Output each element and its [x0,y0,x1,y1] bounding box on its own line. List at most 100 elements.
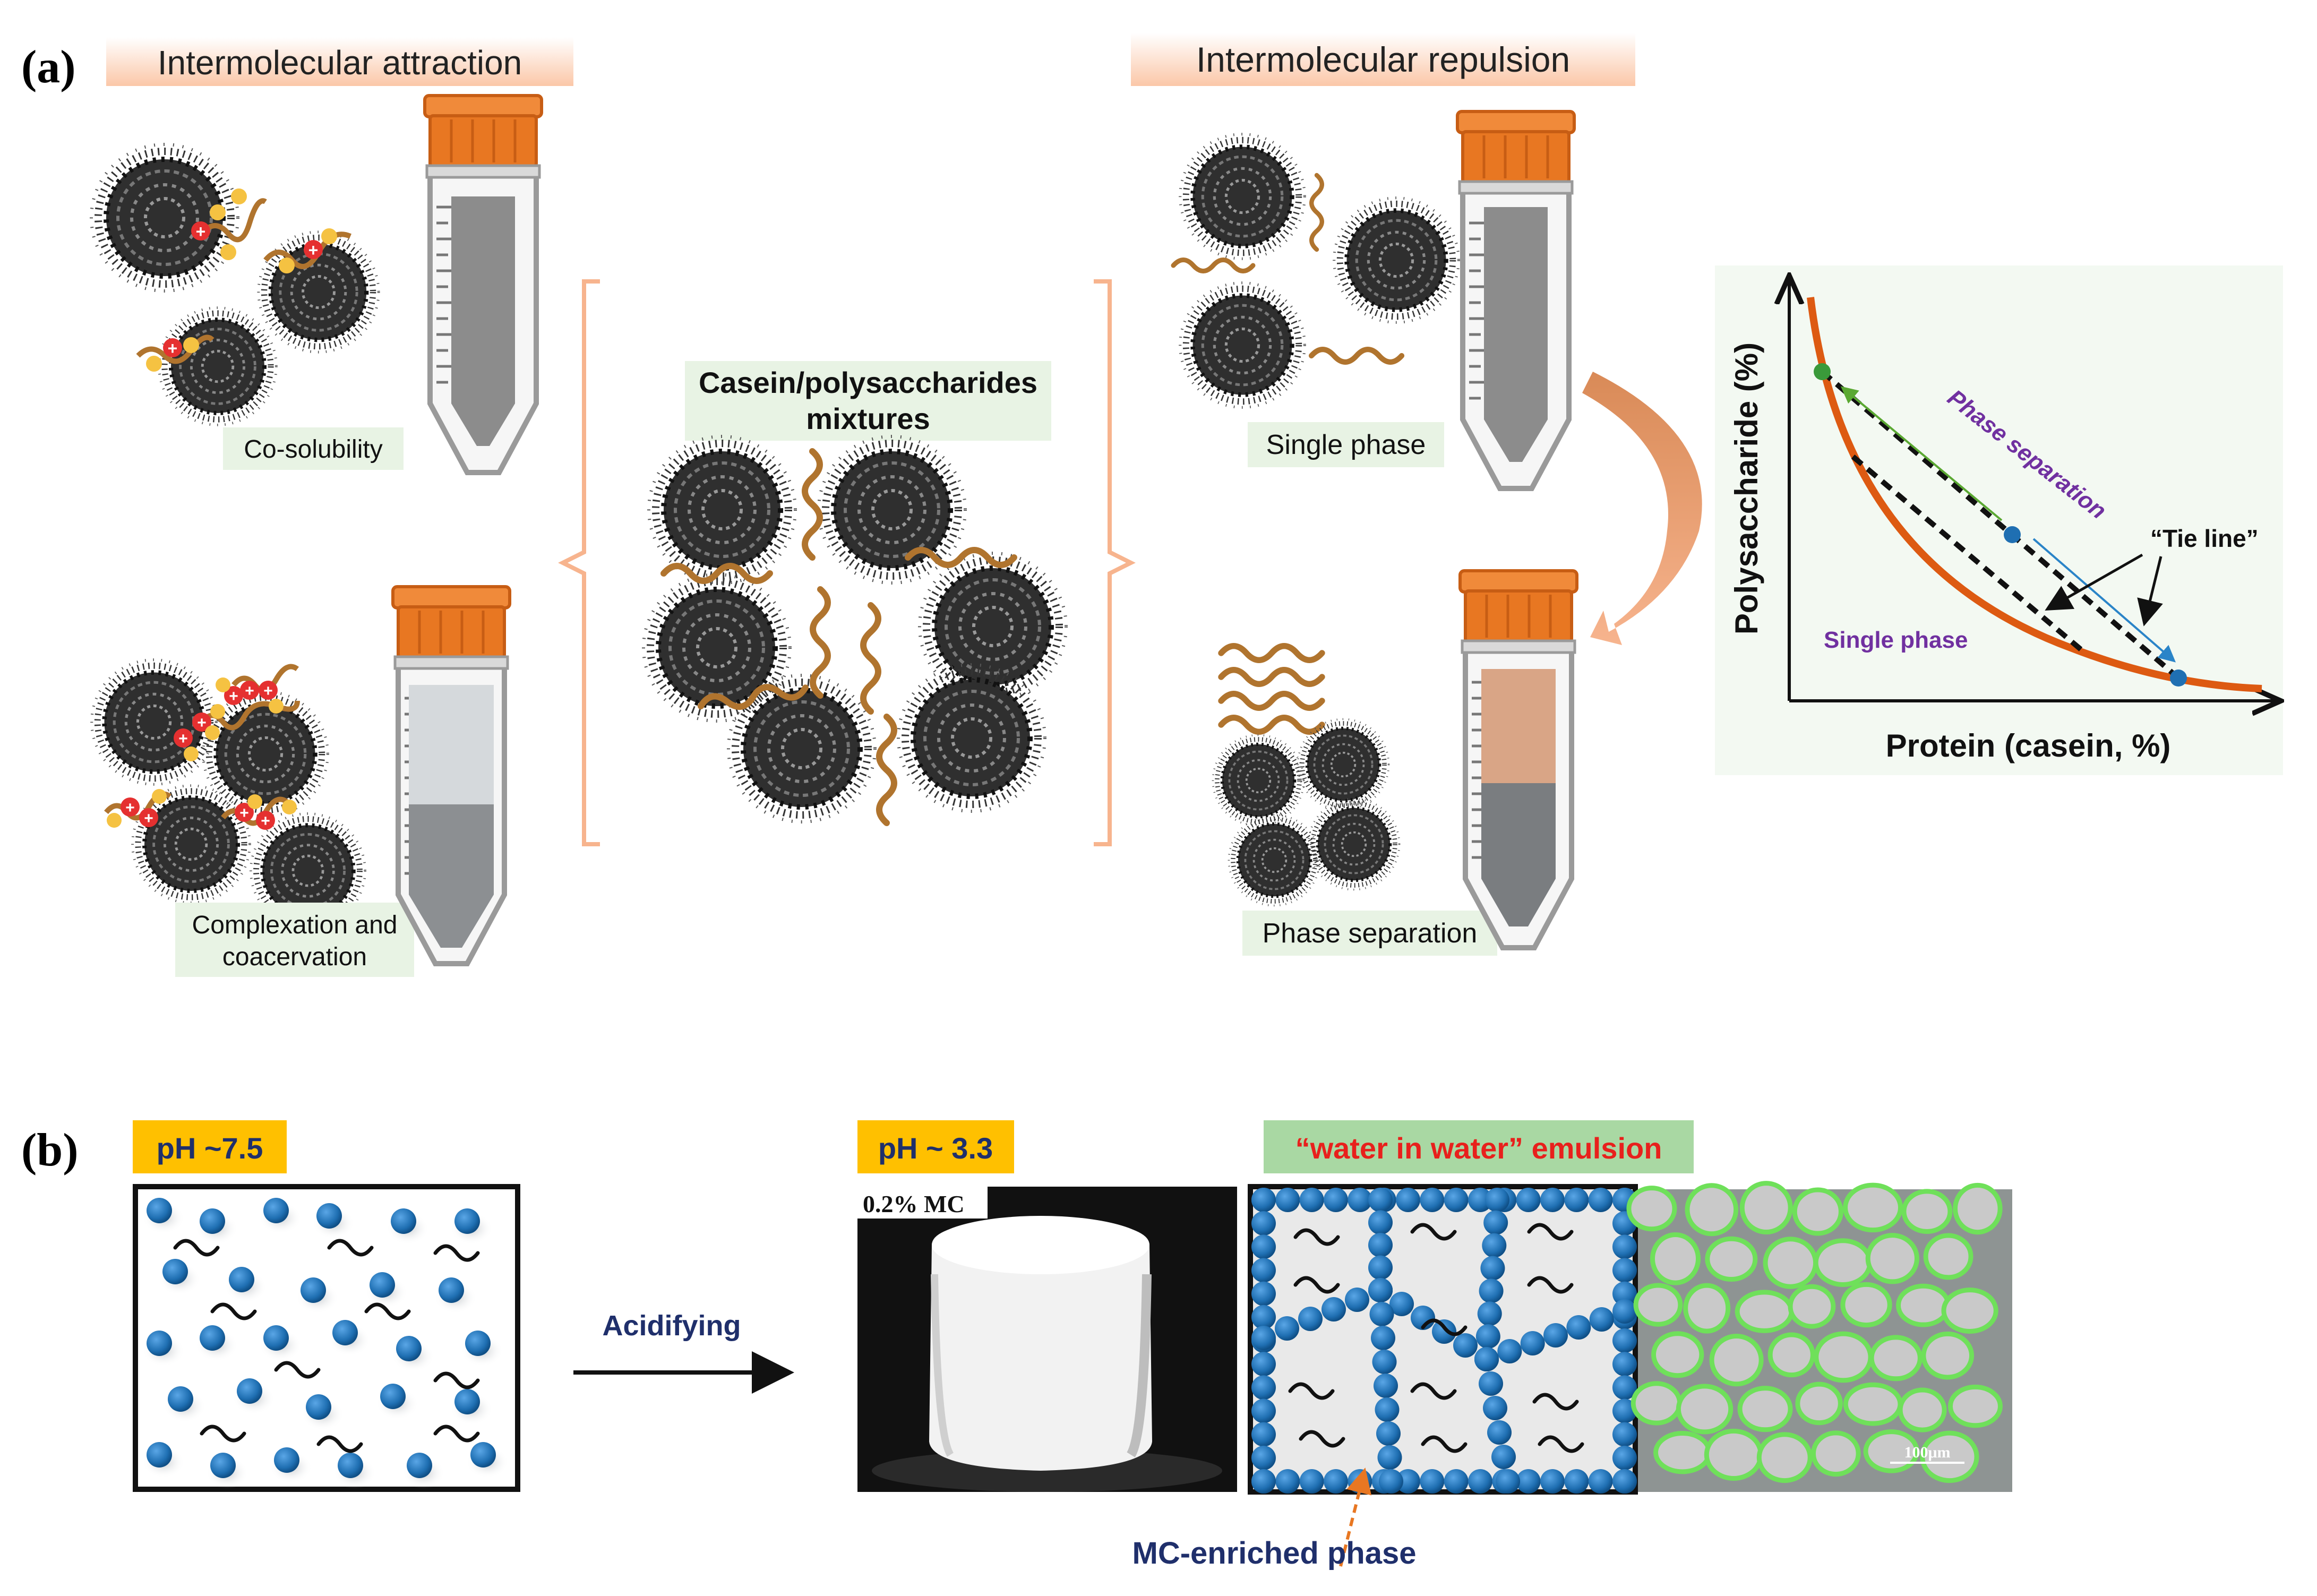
tie-line-pointer-1 [2045,553,2143,611]
phase-separation-illustration [1213,646,1399,906]
droplet [1843,1382,1903,1426]
blue-bead [1566,1315,1591,1340]
blue-bead [1612,1299,1637,1324]
phase-diagram-y-label: Polysaccharide (%) [1729,342,1764,634]
blue-bead [1396,1188,1420,1212]
blue-bead [439,1277,464,1303]
complexation-label-line2: coacervation [222,943,367,971]
blue-bead [1299,1469,1324,1494]
blue-bead [1543,1323,1568,1348]
droplet [1735,1290,1794,1333]
repulsion-header: Intermolecular repulsion [1196,40,1570,79]
blue-bead [1588,1188,1613,1212]
mixtures-label-bg [685,361,1051,441]
blue-bead [1345,1288,1369,1312]
blue-bead [1612,1398,1637,1423]
blue-bead [1251,1352,1276,1377]
acidifying-label: Acidifying [602,1310,741,1342]
droplet [1709,1334,1764,1387]
blue-bead [1371,1326,1395,1350]
blue-bead [1251,1211,1276,1236]
blue-bead [274,1447,299,1473]
droplet [1737,1386,1793,1432]
blue-bead [1324,1188,1348,1212]
ph-high-badge [133,1120,287,1173]
single-phase-illustration [1173,134,1458,408]
gel-photo-label: 0.2% MC [863,1190,965,1217]
blue-bead [1420,1469,1445,1494]
blue-bead [1477,1301,1502,1326]
blue-bead [1368,1255,1393,1280]
svg-text:+: + [197,714,207,732]
co-solubility-label: Co-solubility [244,435,382,464]
svg-text:+: + [263,682,273,700]
droplet [1651,1331,1704,1378]
co-solubility-label-bg [223,427,404,470]
blue-bead [1474,1347,1499,1371]
repulsion-header-bg [1131,33,1635,86]
blue-bead [1479,1371,1503,1396]
blue-bead [1251,1398,1276,1423]
droplet [1941,1288,1998,1334]
blue-bead [1251,1422,1276,1447]
blue-bead [1564,1469,1589,1494]
blue-bead [1479,1278,1504,1303]
blue-bead [200,1208,225,1234]
scale-bar-label: 100μm [1904,1444,1951,1461]
blue-bead [1396,1469,1420,1494]
blue-bead [1540,1188,1565,1212]
svg-text:+: + [308,241,319,260]
droplet [1920,1430,1979,1483]
blue-bead [1485,1188,1509,1212]
droplet [1626,1186,1677,1232]
blue-bead [1589,1307,1614,1332]
droplet [1810,1430,1861,1477]
droplet [1676,1384,1734,1435]
blue-bead [1453,1333,1478,1358]
blue-bead [1411,1306,1435,1330]
blue-bead [470,1442,496,1468]
droplet [1795,1382,1843,1426]
tie-line-lower [1851,454,2086,654]
mc-enriched-pointer [1339,1468,1372,1567]
droplet [1792,1187,1843,1236]
blue-bead [1520,1331,1545,1355]
droplet [1947,1384,2003,1428]
blue-bead [1389,1292,1414,1316]
blue-bead [1298,1307,1323,1331]
blue-bead [1612,1375,1637,1400]
bracket-right [1094,279,1136,846]
blue-bead [1612,1422,1637,1447]
complexation-illustration: +++ +++ +++ [92,660,365,928]
emulsion-schematic [1248,1184,1638,1495]
blue-bead [1496,1469,1520,1494]
blue-bead [370,1272,395,1298]
tube-complexation [393,587,510,964]
single-phase-label: Single phase [1266,430,1426,460]
droplet [1685,1183,1739,1237]
ph-low-badge [857,1120,1014,1173]
phase-point-end [2170,670,2187,687]
blue-bead [306,1394,331,1420]
blue-bead [1487,1420,1512,1445]
blue-bead [1368,1188,1393,1212]
single-phase-region-label: Single phase [1824,627,1968,653]
blue-bead [1540,1469,1565,1494]
blue-bead [1251,1375,1276,1400]
droplet [1650,1232,1701,1285]
blue-bead [1372,1350,1397,1374]
phase-diagram: Polysaccharide (%) Protein (casein, %) P… [1715,265,2283,775]
attraction-header: Intermolecular attraction [158,44,522,82]
blue-bead [1612,1234,1637,1259]
blue-bead [1564,1188,1589,1212]
blue-bead [1251,1234,1276,1259]
blue-bead [168,1386,193,1412]
ph-high-label: pH ~7.5 [157,1131,263,1165]
ph-low-label: pH ~ 3.3 [878,1131,993,1165]
tube-phase-separation [1460,571,1577,948]
blue-bead [210,1453,236,1478]
blue-bead [1369,1302,1394,1326]
blue-bead [1612,1352,1637,1377]
blue-bead [396,1336,422,1361]
droplet [1814,1331,1873,1383]
